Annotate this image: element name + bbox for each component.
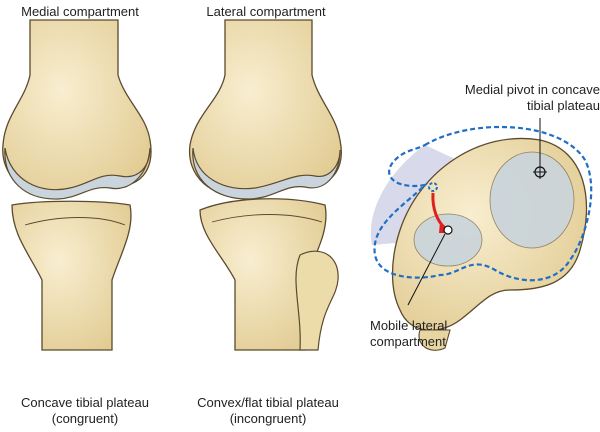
medial-tibia [11, 200, 132, 351]
mobile-lateral-line1: Mobile lateral [370, 318, 448, 333]
convex-line2: (incongruent) [229, 411, 307, 426]
lateral-leader-line [407, 233, 446, 306]
lateral-compartment-label: Lateral compartment [206, 4, 326, 19]
concave-line1: Concave tibial plateau [21, 395, 149, 410]
medial-pivot-line1: Medial pivot in concave [464, 82, 600, 97]
convex-caption: Convex/flat tibial plateau (incongruent) [178, 395, 358, 427]
convex-line1: Convex/flat tibial plateau [197, 395, 339, 410]
medial-pivot-label: Medial pivot in concave tibial plateau [440, 82, 600, 114]
lateral-femur [188, 19, 342, 200]
concave-line2: (congruent) [51, 411, 119, 426]
mobile-lateral-line2: compartment [370, 334, 446, 349]
mobile-lateral-label: Mobile lateral compartment [370, 318, 490, 350]
tibial-plateau-top-view [370, 118, 593, 351]
medial-compartment-label: Medial compartment [21, 4, 139, 19]
lateral-tibia [199, 198, 339, 351]
medial-pivot-line2: tibial plateau [527, 98, 600, 113]
fibula-head [295, 250, 339, 351]
medial-femur [2, 19, 152, 200]
concave-caption: Concave tibial plateau (congruent) [0, 395, 170, 427]
